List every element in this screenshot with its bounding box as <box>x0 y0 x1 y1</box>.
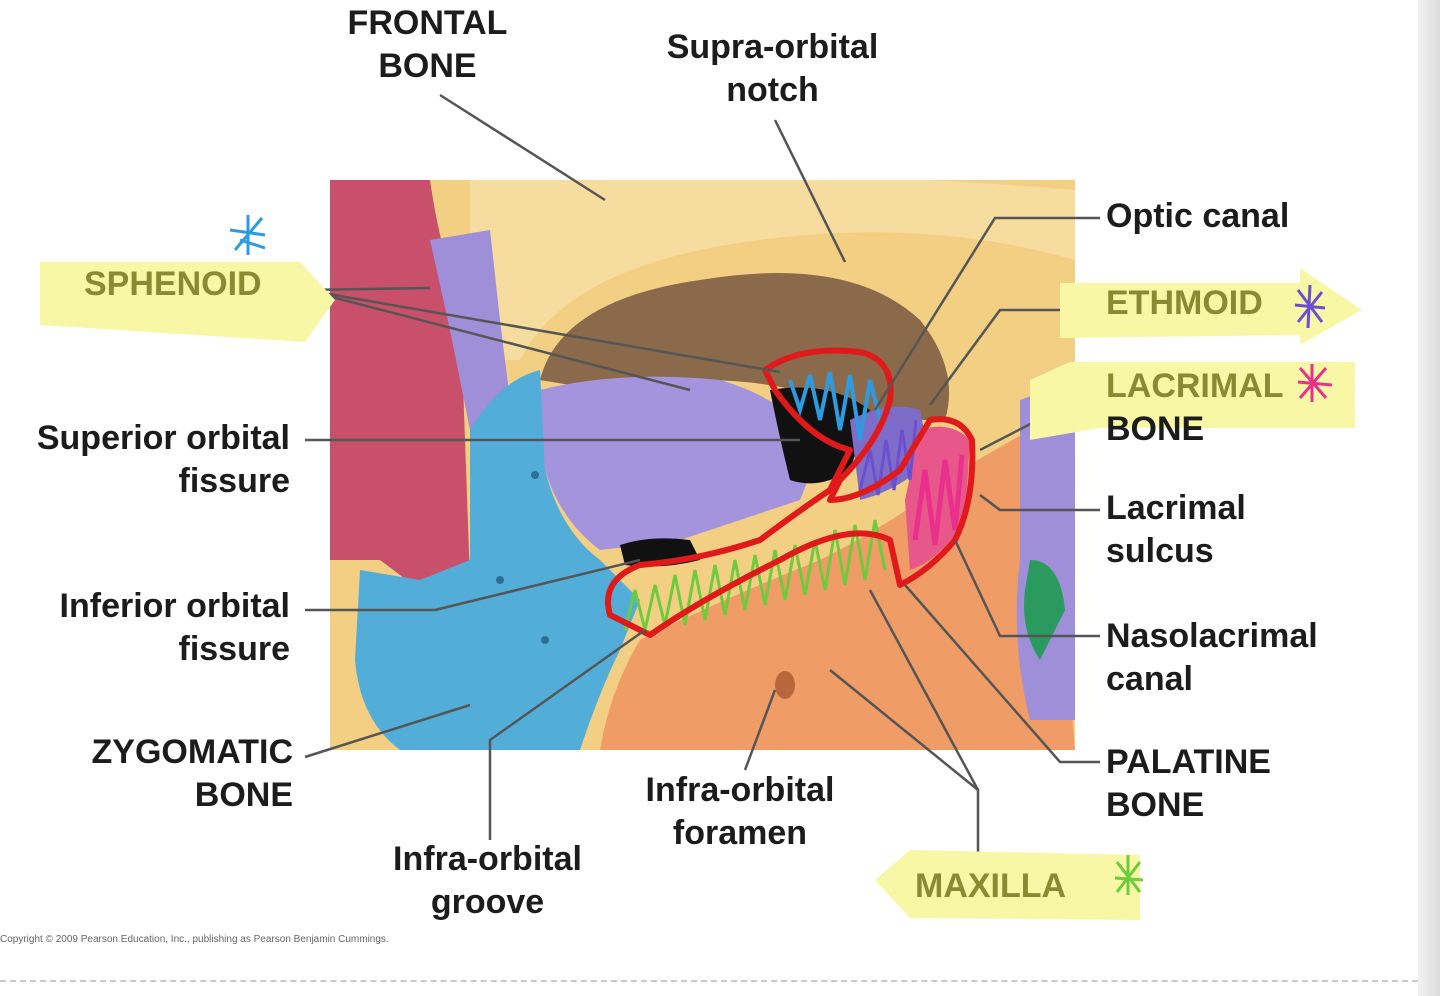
temporal-region <box>330 180 470 594</box>
maxilla-highlight <box>875 850 1140 920</box>
label-maxilla: MAXILLA <box>915 867 1067 905</box>
purple-asterisk-icon <box>1294 284 1326 329</box>
copyright-text: Copyright © 2009 Pearson Education, Inc.… <box>0 934 389 945</box>
label-optic-canal: Optic canal <box>1106 197 1290 235</box>
page-edge <box>1418 0 1440 996</box>
sphenoid-highlight <box>40 262 335 342</box>
ethmoid-highlight <box>1060 268 1362 345</box>
red-orbit-outline <box>605 347 976 638</box>
zygomatic-region <box>355 370 640 750</box>
label-sphenoid: SPHENOID <box>84 265 262 303</box>
label-ethmoid: ETHMOID <box>1106 284 1263 322</box>
purple-scribble <box>858 419 918 496</box>
green-asterisk-icon <box>1114 855 1144 895</box>
pink-scribble <box>912 454 965 546</box>
sphenoid-greater-wing <box>430 230 510 430</box>
lacrimal-highlight <box>1030 362 1355 440</box>
blue-scribble <box>788 371 882 441</box>
page-divider <box>0 980 1418 982</box>
infra-orbital-foramen-shape <box>775 671 795 699</box>
sphenoid-orbital-region <box>540 376 820 550</box>
blue-asterisk-icon <box>229 215 266 255</box>
lacrimal-region <box>905 426 970 570</box>
green-scribble <box>623 519 887 631</box>
pink-asterisk-icon <box>1297 364 1333 402</box>
